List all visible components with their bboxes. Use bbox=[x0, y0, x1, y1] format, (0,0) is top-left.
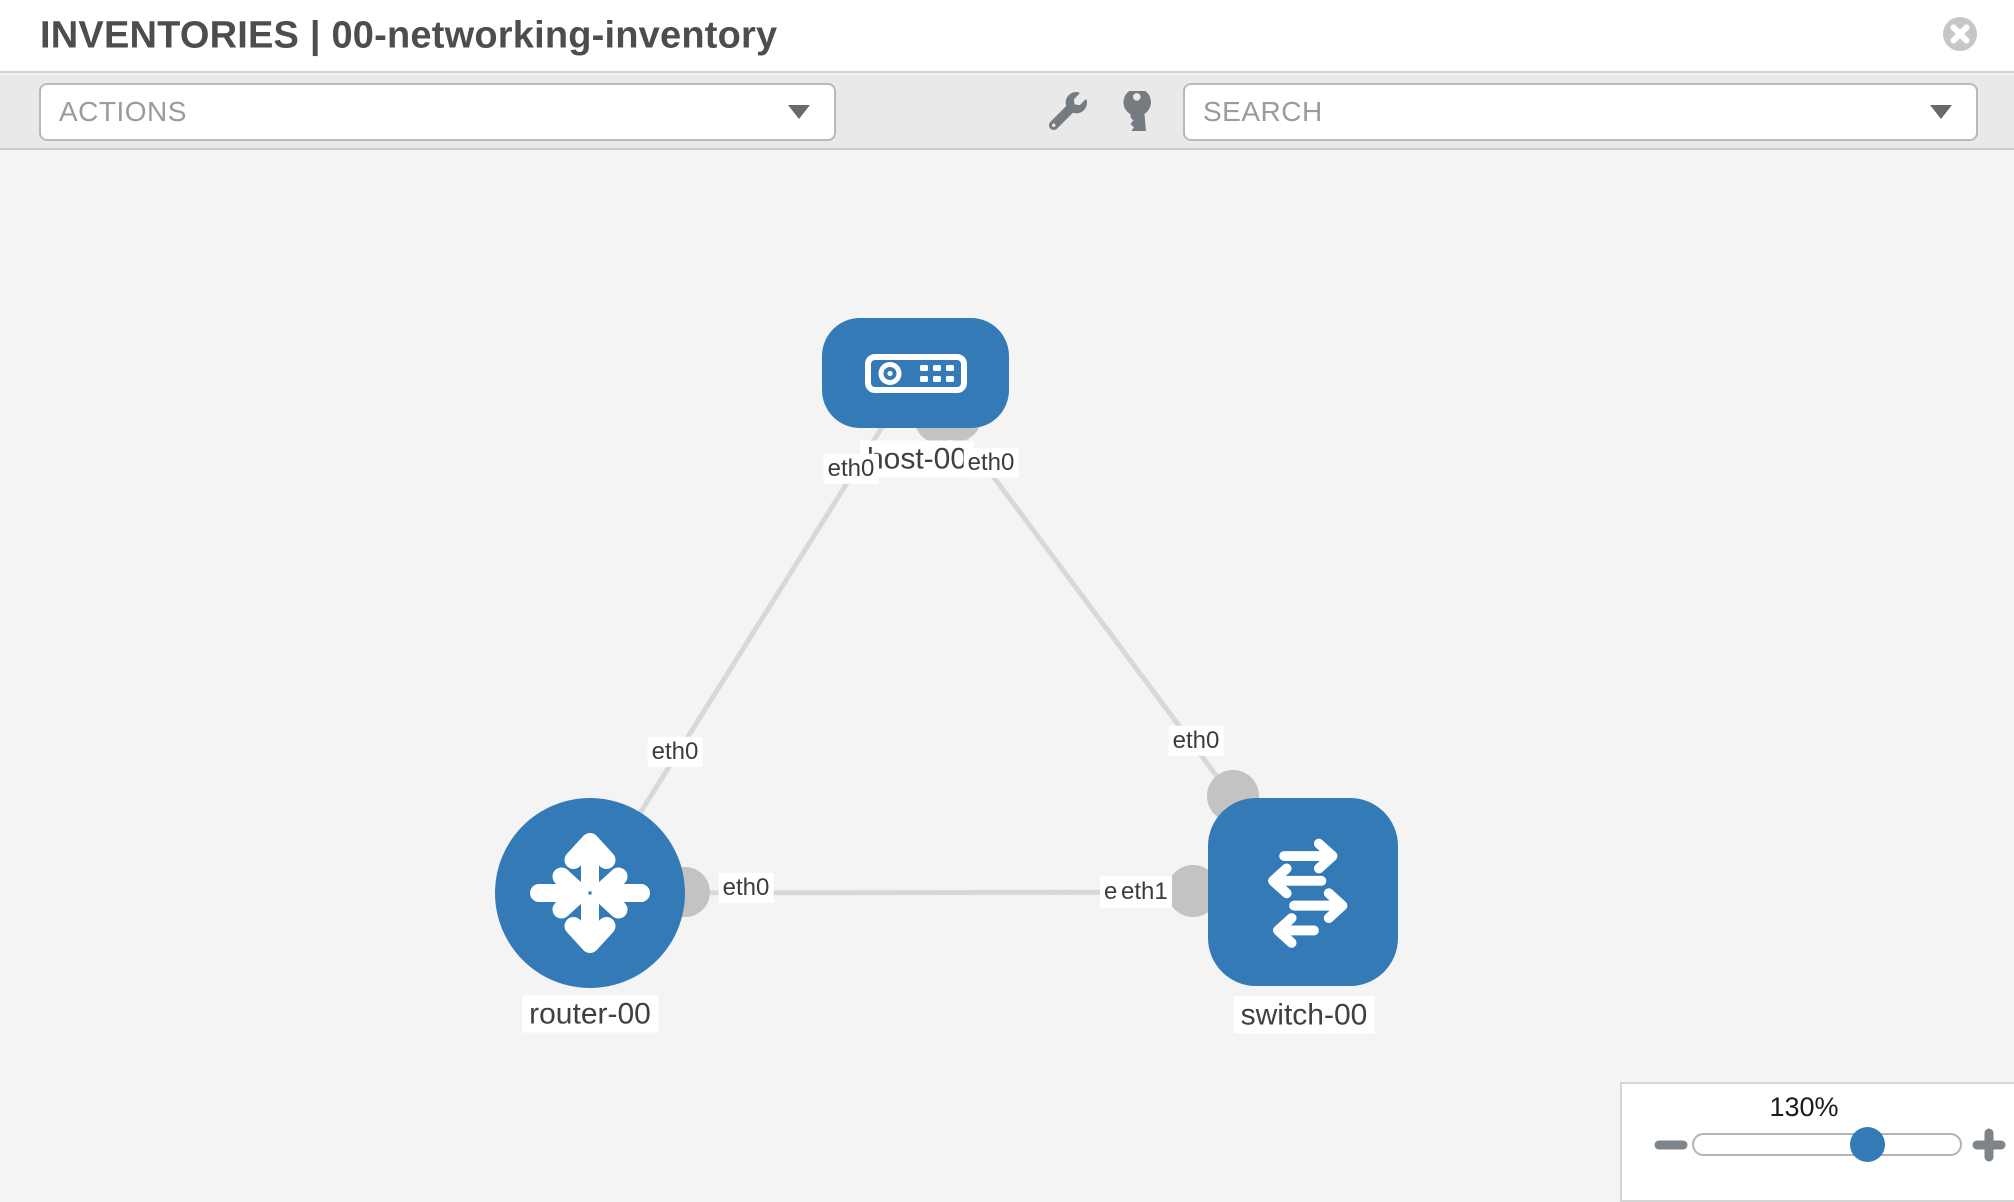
iface-connector-switch-left[interactable] bbox=[1167, 865, 1219, 917]
network-canvas[interactable]: host-00 router-00 switch-00 eth0 eth0 et… bbox=[0, 152, 2014, 1200]
iface-label-host-left: eth0 bbox=[823, 453, 879, 485]
credentials-button[interactable] bbox=[1112, 87, 1164, 139]
router-icon bbox=[530, 833, 650, 953]
zoom-slider-thumb[interactable] bbox=[1850, 1127, 1885, 1162]
iface-label-host-switch: eth0 bbox=[1168, 725, 1224, 757]
switch-icon bbox=[1268, 838, 1348, 948]
search-dropdown-label: SEARCH bbox=[1203, 96, 1323, 127]
iface-label-host-right: eth0 bbox=[963, 447, 1019, 479]
iface-label-router-switch-right: eth1 bbox=[1117, 876, 1172, 908]
close-icon bbox=[1942, 17, 1978, 56]
iface-label-router-switch-left: eth0 bbox=[718, 872, 774, 904]
zoom-in-button[interactable] bbox=[1970, 1126, 2008, 1164]
wrench-icon bbox=[1048, 91, 1087, 135]
chevron-down-icon bbox=[788, 105, 810, 119]
chevron-down-icon bbox=[1930, 105, 1952, 119]
iface-label-host-router: eth0 bbox=[647, 736, 703, 768]
plus-icon bbox=[1970, 1128, 2008, 1168]
toolbar: ACTIONS SEARCH bbox=[0, 75, 2014, 150]
page-header: INVENTORIES | 00-networking-inventory bbox=[0, 0, 2014, 73]
node-host[interactable] bbox=[822, 318, 1009, 428]
close-button[interactable] bbox=[1942, 16, 1978, 52]
iface-label-overlap-group: eth0 eth1 bbox=[1100, 876, 1172, 908]
zoom-value: 130% bbox=[1769, 1092, 1839, 1122]
zoom-control-panel: 130% bbox=[1620, 1082, 2014, 1202]
node-label-host: host-00 bbox=[859, 440, 975, 478]
zoom-out-button[interactable] bbox=[1652, 1126, 1690, 1164]
host-icon bbox=[865, 354, 967, 393]
key-icon bbox=[1118, 87, 1158, 138]
page-title: INVENTORIES | 00-networking-inventory bbox=[40, 14, 778, 56]
zoom-slider[interactable] bbox=[1692, 1133, 1962, 1156]
node-label-switch: switch-00 bbox=[1233, 996, 1375, 1034]
node-router[interactable] bbox=[495, 798, 685, 988]
node-switch[interactable] bbox=[1208, 798, 1398, 986]
actions-dropdown-label: ACTIONS bbox=[59, 96, 187, 127]
node-label-router: router-00 bbox=[522, 995, 658, 1033]
configure-button[interactable] bbox=[1042, 87, 1094, 139]
minus-icon bbox=[1652, 1140, 1690, 1168]
actions-dropdown[interactable]: ACTIONS bbox=[39, 83, 836, 141]
search-dropdown[interactable]: SEARCH bbox=[1183, 83, 1978, 141]
